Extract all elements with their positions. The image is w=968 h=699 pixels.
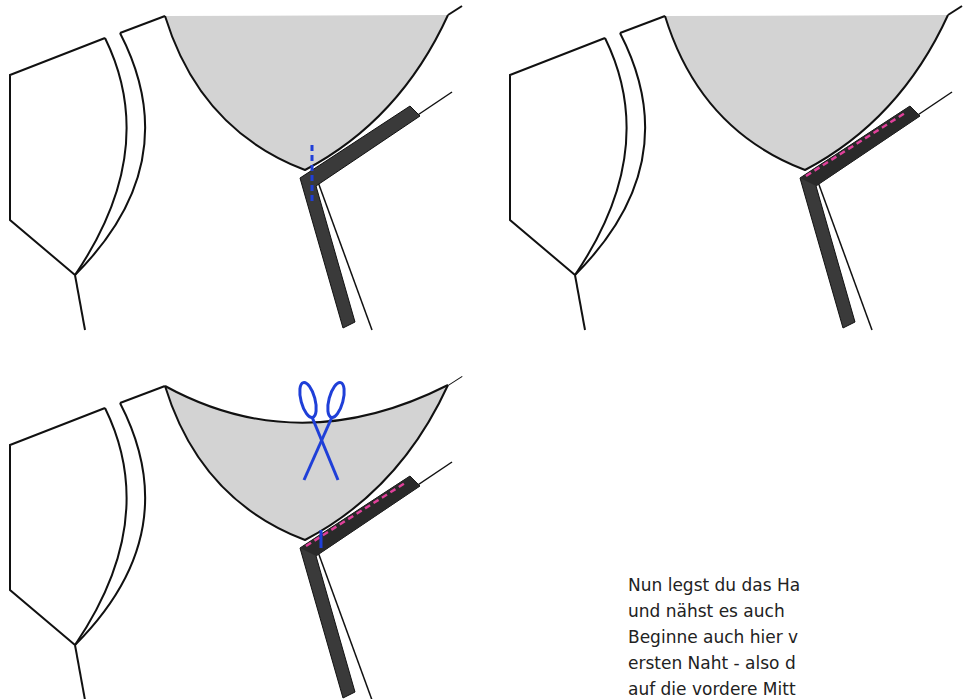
instruction-text: und nähst es auch — [628, 600, 785, 622]
instruction-text: auf die vordere Mitt — [628, 678, 796, 699]
instruction-text: Nun legst du das Ha — [628, 574, 800, 596]
instruction-text: Beginne auch hier v — [628, 626, 798, 648]
instruction-text: ersten Naht - also d — [628, 652, 796, 674]
